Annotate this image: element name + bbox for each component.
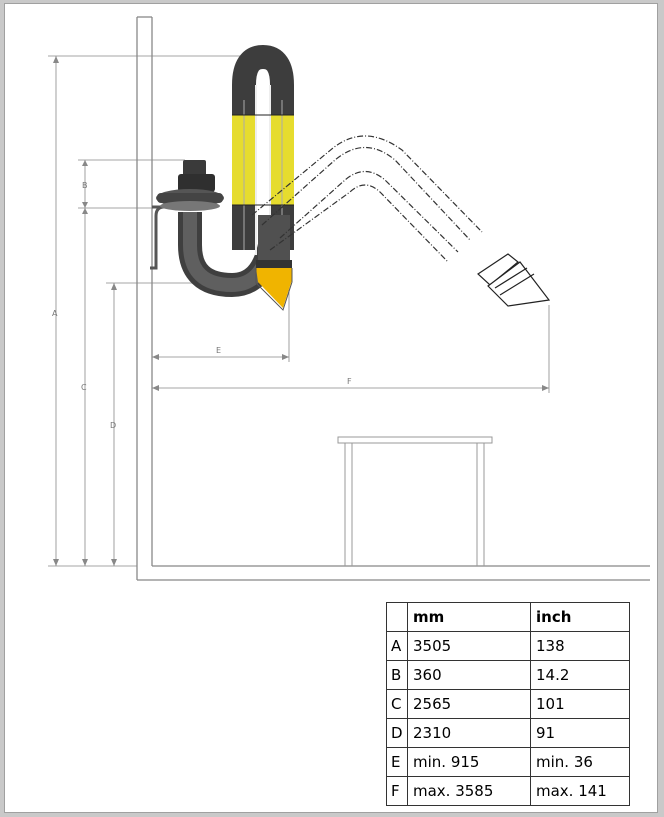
dim-label-e: E — [216, 346, 221, 355]
table-header-row: mm inch — [386, 602, 630, 632]
row-key: F — [386, 776, 408, 806]
row-mm: max. 3585 — [407, 776, 531, 806]
dim-label-b: B — [82, 181, 88, 190]
table-row: A 3505 138 — [386, 631, 630, 661]
table-row: F max. 3585 max. 141 — [386, 776, 630, 806]
row-mm: 360 — [407, 660, 531, 690]
extended-arm-outline — [251, 135, 483, 263]
row-inch: 138 — [530, 631, 630, 661]
table-row: E min. 915 min. 36 — [386, 747, 630, 777]
row-mm: min. 915 — [407, 747, 531, 777]
row-key: C — [386, 689, 408, 719]
row-key: E — [386, 747, 408, 777]
extraction-arm-drawing: A B C D E F — [48, 16, 650, 581]
header-cell-mm: mm — [407, 602, 531, 632]
row-inch: 14.2 — [530, 660, 630, 690]
table-row: D 2310 91 — [386, 718, 630, 748]
dimensions-table: mm inch A 3505 138 B 360 14.2 C 2565 101… — [386, 602, 630, 806]
table-row: C 2565 101 — [386, 689, 630, 719]
floor — [137, 565, 650, 581]
header-cell-inch: inch — [530, 602, 630, 632]
dimension-arrows — [53, 56, 549, 566]
extended-hood-outline — [477, 253, 551, 307]
row-inch: 101 — [530, 689, 630, 719]
row-inch: 91 — [530, 718, 630, 748]
wall — [136, 16, 153, 580]
row-inch: max. 141 — [530, 776, 630, 806]
dimension-lines — [48, 55, 550, 567]
row-inch: min. 36 — [530, 747, 630, 777]
row-mm: 3505 — [407, 631, 531, 661]
workbench — [337, 436, 493, 566]
row-key: B — [386, 660, 408, 690]
fan-unit — [156, 160, 224, 211]
row-mm: 2565 — [407, 689, 531, 719]
dim-label-a: A — [52, 309, 58, 318]
dim-label-f: F — [347, 377, 352, 386]
header-cell-key — [386, 602, 408, 632]
dim-label-c: C — [81, 383, 87, 392]
row-key: D — [386, 718, 408, 748]
dim-label-d: D — [110, 421, 116, 430]
table-row: B 360 14.2 — [386, 660, 630, 690]
extraction-arm — [178, 44, 294, 311]
row-key: A — [386, 631, 408, 661]
row-mm: 2310 — [407, 718, 531, 748]
